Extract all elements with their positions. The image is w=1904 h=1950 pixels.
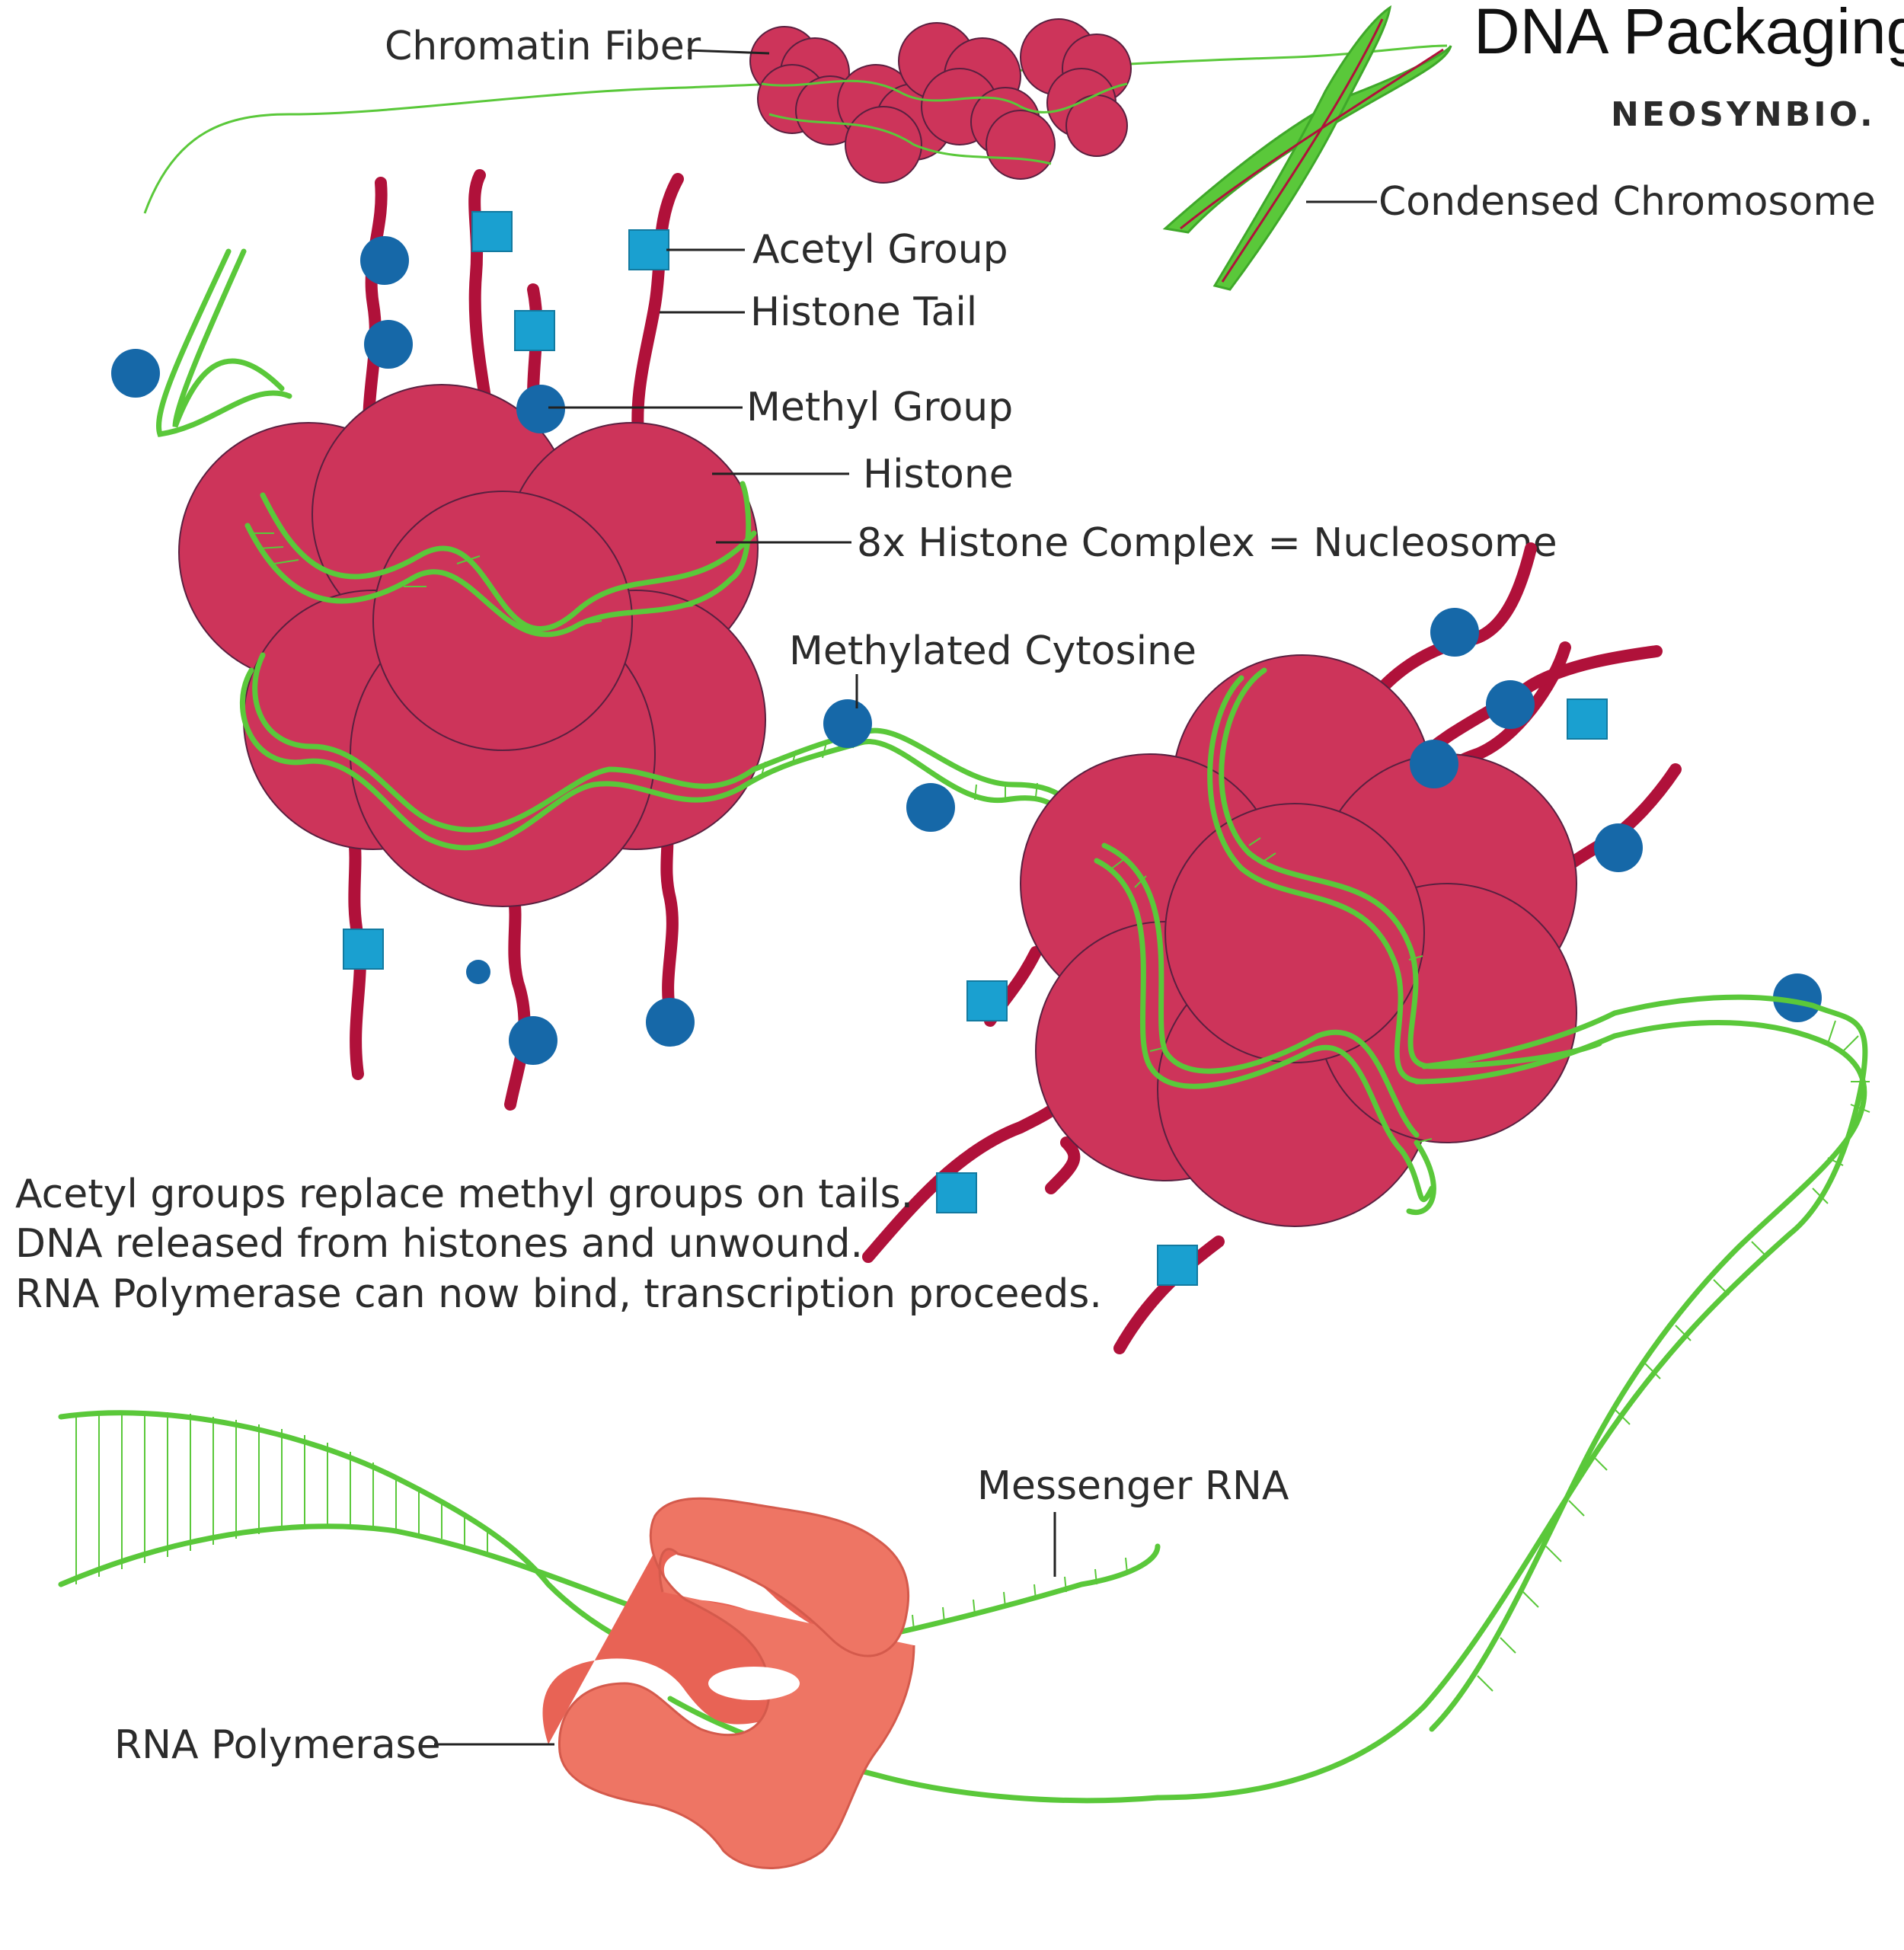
acetyl-group-marker (628, 229, 669, 270)
label-acetyl-group: Acetyl Group (752, 227, 1008, 273)
description-line-3: RNA Polymerase can now bind, transcripti… (15, 1271, 1102, 1317)
label-chromatin-fiber: Chromatin Fiber (385, 24, 701, 69)
label-rna-polymerase: RNA Polymerase (114, 1722, 441, 1768)
logo: NEOSYNBIO. (1611, 95, 1876, 134)
methyl-group-marker (509, 1016, 557, 1065)
label-nucleosome: 8x Histone Complex = Nucleosome (857, 520, 1557, 566)
modifications-1 (111, 211, 695, 1065)
methyl-group-marker (466, 960, 490, 984)
modifications-2 (936, 608, 1822, 1286)
rna-polymerase (542, 1497, 915, 1869)
methyl-group-marker (364, 320, 413, 369)
dna-strand-upper (156, 248, 292, 437)
acetyl-group-marker (1567, 698, 1608, 740)
methyl-group-marker (1773, 973, 1822, 1022)
description-line-1: Acetyl groups replace methyl groups on t… (15, 1172, 913, 1217)
diagram-title: DNA Packaging (1474, 0, 1904, 67)
methyl-group-marker (1486, 680, 1535, 729)
acetyl-group-marker (966, 980, 1008, 1021)
label-methylated-cytosine: Methylated Cytosine (789, 628, 1196, 674)
label-messenger-rna: Messenger RNA (977, 1463, 1289, 1509)
label-histone: Histone (863, 452, 1014, 497)
methyl-group-marker (360, 236, 409, 285)
methylated-cytosine (823, 699, 955, 832)
methyl-group-marker (111, 349, 160, 398)
nucleosome-2 (1020, 654, 1602, 1227)
acetyl-group-marker (514, 310, 555, 351)
methyl-group-marker (1430, 608, 1479, 657)
dna-strand-lower (667, 994, 1870, 1804)
acetyl-group-marker (1157, 1245, 1198, 1286)
acetyl-group-marker (343, 929, 384, 970)
label-histone-tail: Histone Tail (750, 289, 977, 335)
description-line-2: DNA released from histones and unwound. (15, 1221, 863, 1267)
label-methyl-group: Methyl Group (746, 385, 1013, 430)
acetyl-group-marker (471, 211, 513, 252)
methyl-group-marker (1410, 740, 1458, 788)
methyl-group-marker (516, 385, 565, 433)
chromatin-fiber (143, 18, 1448, 214)
nucleosome-1 (178, 384, 766, 907)
methyl-group-marker (646, 998, 695, 1047)
condensed-chromosome (1162, 5, 1452, 291)
description: Acetyl groups replace methyl groups on t… (15, 1172, 1102, 1317)
label-condensed-chromosome: Condensed Chromosome (1378, 179, 1876, 225)
acetyl-group-marker (936, 1172, 977, 1213)
methyl-group-marker (1594, 823, 1643, 872)
